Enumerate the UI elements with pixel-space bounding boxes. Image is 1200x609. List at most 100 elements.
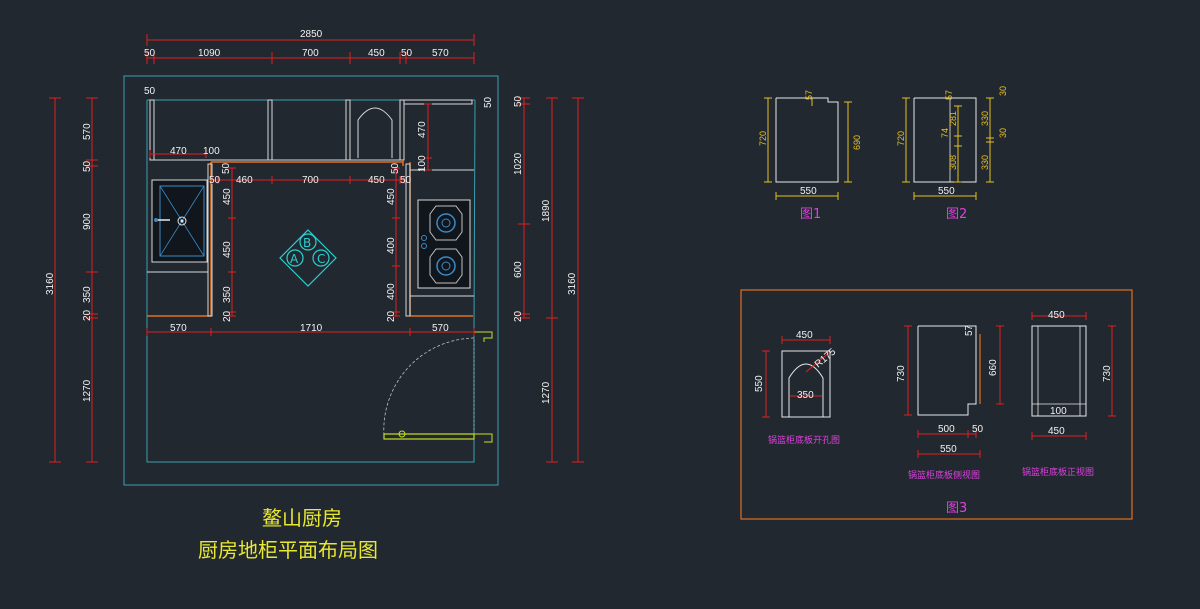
dim-right-inner-3: 600 <box>513 261 524 278</box>
dim-row2-3: 700 <box>302 175 319 186</box>
dim-right-col-3: 400 <box>386 283 397 300</box>
marker-c: C <box>317 252 325 266</box>
fig2: 720 57 281 74 308 330 330 30 30 550 图2 <box>896 86 1008 222</box>
fig3a-caption: 锅篮柜底板开孔图 <box>768 434 840 446</box>
dim-left-total: 3160 <box>45 272 56 295</box>
dim-sink-gap: 100 <box>203 146 220 157</box>
fig3c-bottom-inner: 100 <box>1050 406 1067 417</box>
fig2-mid-c: 308 <box>948 155 958 170</box>
dim-left-seg-6: 1270 <box>82 379 93 402</box>
fig3b-seg2: 50 <box>972 424 984 435</box>
fig3b-height: 730 <box>896 365 907 382</box>
dim-top-seg-6: 570 <box>432 48 449 59</box>
dim-right-inner-4: 20 <box>513 310 524 322</box>
fig2-right-b: 330 <box>980 155 990 170</box>
fig3a-arc: R175 <box>813 346 839 370</box>
fig3c-bottom: 450 <box>1048 426 1065 437</box>
dim-right-470: 470 <box>417 121 428 138</box>
title-line-2: 厨房地柜平面布局图 <box>198 538 378 562</box>
dim-top-seg-4: 450 <box>368 48 385 59</box>
dim-left-col-2: 450 <box>222 241 233 258</box>
floor-plan: B A C <box>45 29 584 562</box>
dim-row2-4: 450 <box>368 175 385 186</box>
fig1: 720 690 57 550 图1 <box>758 90 862 222</box>
dim-bottom-1: 570 <box>170 323 187 334</box>
dim-top-seg-1: 50 <box>144 48 156 59</box>
dim-right-inner-1: 50 <box>513 95 524 107</box>
fig3-c: 450 730 100 450 锅篮柜底板正视图 <box>1022 310 1116 478</box>
dim-right-outer-2: 1270 <box>541 381 552 404</box>
fig2-right-a: 330 <box>980 111 990 126</box>
dim-left-seg-3: 900 <box>82 213 93 230</box>
top-cabinets <box>149 99 473 161</box>
fig3b-right: 660 <box>988 359 999 376</box>
fig3a-height: 550 <box>754 375 765 392</box>
dim-right-col-2: 400 <box>386 237 397 254</box>
fig3b-caption: 锅篮柜底板侧视图 <box>908 469 980 481</box>
fig3a-inner: 350 <box>797 390 814 401</box>
marker-b: B <box>303 236 311 250</box>
fig2-width: 550 <box>938 186 955 197</box>
dim-top-seg-5: 50 <box>401 48 413 59</box>
fig1-label: 图1 <box>800 207 821 222</box>
dim-wall-top-left: 50 <box>144 86 156 97</box>
fig3c-height: 730 <box>1102 365 1113 382</box>
dim-right-inner-2: 1020 <box>513 152 524 175</box>
dim-top-seg-3: 700 <box>302 48 319 59</box>
dim-left-seg-4: 350 <box>82 286 93 303</box>
fig3: 450 550 R175 350 锅篮柜底板开孔图 730 57 660 <box>740 289 1133 520</box>
dim-left-col-4: 20 <box>222 310 233 322</box>
dim-right-col-4: 20 <box>386 310 397 322</box>
dim-row2-2: 460 <box>236 175 253 186</box>
outer-wall <box>123 75 499 486</box>
dim-top-total: 2850 <box>300 29 323 40</box>
fig3b-seg1: 500 <box>938 424 955 435</box>
dim-sink-width: 470 <box>170 146 187 157</box>
dim-right-100: 100 <box>417 155 428 172</box>
fig1-height-left: 720 <box>758 131 768 146</box>
fig2-mid-a: 281 <box>948 111 958 126</box>
fig2-right-c: 30 <box>998 86 1008 96</box>
dim-left-seg-1: 570 <box>82 123 93 140</box>
dim-right-outer-1: 1890 <box>541 199 552 222</box>
fig3-b: 730 57 660 500 50 550 锅篮柜底板侧视图 <box>896 324 1004 481</box>
dim-left-seg-5: 20 <box>82 309 93 321</box>
stove <box>417 199 471 289</box>
dim-left-col-3: 350 <box>222 286 233 303</box>
fig3c-caption: 锅篮柜底板正视图 <box>1022 466 1094 478</box>
fig2-label: 图2 <box>946 207 967 222</box>
inner-wall <box>146 99 476 463</box>
dim-row2-1b: 50 <box>209 175 221 186</box>
dim-left-col-1: 450 <box>222 188 233 205</box>
fig2-right-d: 30 <box>998 128 1008 138</box>
fig3-label: 图3 <box>946 501 967 516</box>
dim-bottom-3: 570 <box>432 323 449 334</box>
fig3-a: 450 550 R175 350 锅篮柜底板开孔图 <box>754 330 840 446</box>
fig3c-top: 450 <box>1048 310 1065 321</box>
fig1-height-right: 690 <box>852 135 862 150</box>
dim-row2-5: 50 <box>400 175 412 186</box>
door <box>383 331 493 443</box>
fig3b-notch: 57 <box>964 324 975 336</box>
fig2-notch: 57 <box>944 90 954 100</box>
fig3-frame <box>740 289 1133 520</box>
dimension-texts: 2850 50 1090 700 450 50 570 3160 570 50 … <box>45 29 578 404</box>
marker-a: A <box>290 252 299 266</box>
dimension-lines <box>49 34 584 463</box>
fig3b-total: 550 <box>940 444 957 455</box>
fig1-width: 550 <box>800 186 817 197</box>
dim-row2-5b: 50 <box>390 162 401 174</box>
dim-row2-1: 50 <box>221 162 232 174</box>
dim-top-seg-2: 1090 <box>198 48 221 59</box>
fig1-notch: 57 <box>804 90 814 100</box>
dim-wall-top-right: 50 <box>483 96 494 108</box>
title-line-1: 鳌山厨房 <box>262 506 342 530</box>
fig2-height-left: 720 <box>896 131 906 146</box>
dim-left-seg-2: 50 <box>82 160 93 172</box>
dim-bottom-2: 1710 <box>300 323 323 334</box>
abc-marker: B A C <box>279 229 337 287</box>
sink <box>151 179 208 263</box>
fig3a-width: 450 <box>796 330 813 341</box>
dim-right-total: 3160 <box>567 272 578 295</box>
